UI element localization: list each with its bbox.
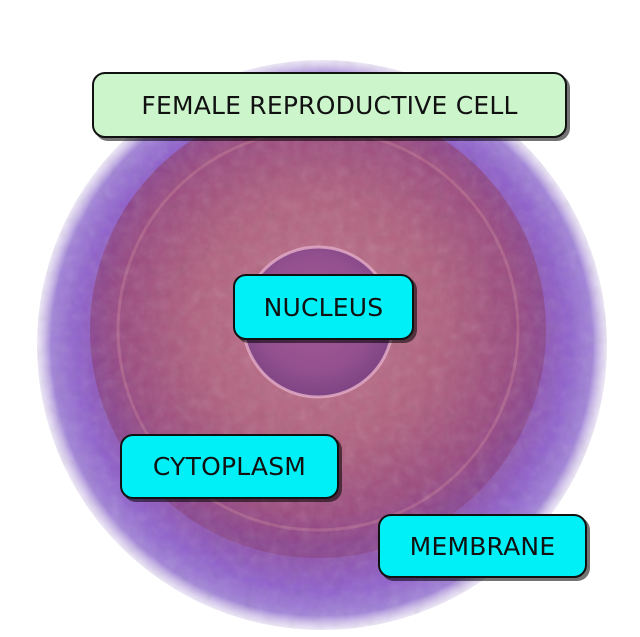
cytoplasm-label: CYTOPLASM — [120, 434, 339, 499]
nucleus-label: NUCLEUS — [233, 274, 414, 340]
diagram-title: FEMALE REPRODUCTIVE CELL — [92, 72, 567, 138]
membrane-label: MEMBRANE — [378, 514, 587, 578]
